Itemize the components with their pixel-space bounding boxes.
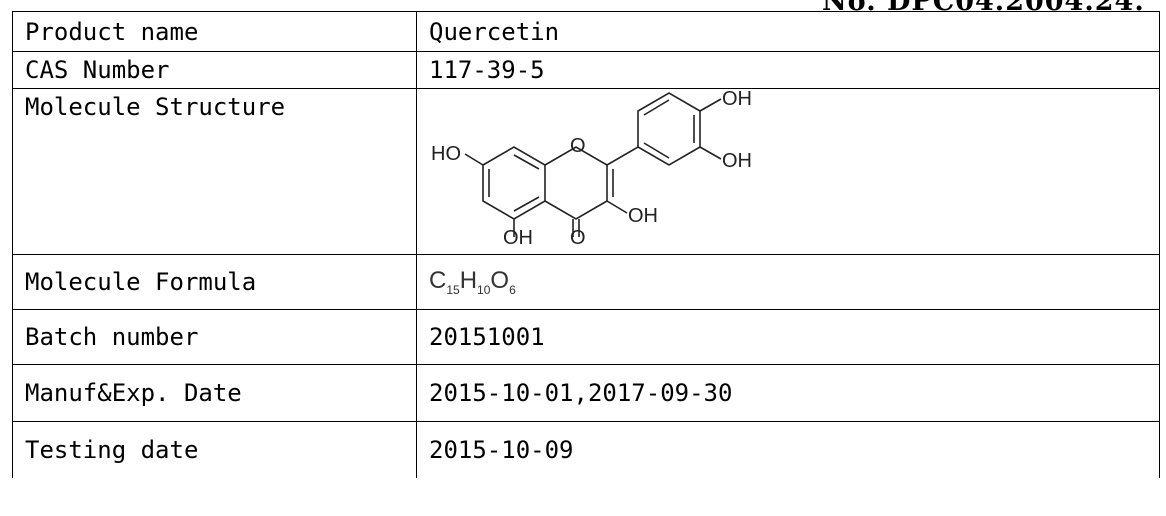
product-name-label: Product name	[12, 11, 417, 52]
spec-table: Product name Quercetin CAS Number 117-39…	[12, 11, 1160, 478]
cas-number-value: 117-39-5	[416, 51, 1160, 89]
molecule-formula-value: C15H10O6	[416, 254, 1160, 310]
structure-label-oh-right: OH	[722, 150, 752, 172]
structure-label-ring-o: O	[570, 135, 586, 157]
table-row: Batch number 20151001	[12, 309, 1160, 365]
formula-oxygen: O	[490, 267, 510, 295]
structure-label-oh-middle: OH	[628, 205, 658, 227]
quercetin-structure-diagram: HO O OH OH OH OH O	[431, 88, 752, 247]
formula-oxygen-count: 6	[509, 282, 516, 297]
structure-label-ho: HO	[431, 143, 461, 165]
testing-date-label: Testing date	[12, 421, 417, 478]
structure-bonds	[464, 92, 722, 237]
molecule-structure-label: Molecule Structure	[12, 88, 417, 255]
batch-number-label: Batch number	[12, 309, 417, 365]
formula-hydrogen-count: 10	[477, 282, 491, 297]
molecule-structure-cell: HO O OH OH OH OH O	[416, 88, 1160, 255]
table-row: Testing date 2015-10-09	[12, 421, 1160, 478]
table-row: Molecule Structure	[12, 88, 1160, 255]
formula-hydrogen: H	[459, 267, 478, 295]
table-row: Manuf&Exp. Date 2015-10-01,2017-09-30	[12, 364, 1160, 422]
manuf-exp-date-label: Manuf&Exp. Date	[12, 364, 417, 422]
structure-label-oh-bottom: OH	[503, 227, 533, 247]
testing-date-value: 2015-10-09	[416, 421, 1160, 478]
batch-number-value: 20151001	[416, 309, 1160, 365]
manuf-exp-date-value: 2015-10-01,2017-09-30	[416, 364, 1160, 422]
table-row: Molecule Formula C15H10O6	[12, 254, 1160, 310]
structure-label-carbonyl-o: O	[570, 227, 586, 247]
table-row: CAS Number 117-39-5	[12, 51, 1160, 89]
formula-carbon: C	[429, 267, 447, 295]
molecule-formula-label: Molecule Formula	[12, 254, 417, 310]
product-name-value: Quercetin	[416, 11, 1160, 52]
table-row: Product name Quercetin	[12, 11, 1160, 52]
structure-label-oh-top: OH	[722, 88, 752, 110]
cas-number-label: CAS Number	[12, 51, 417, 89]
formula-carbon-count: 15	[446, 282, 460, 297]
